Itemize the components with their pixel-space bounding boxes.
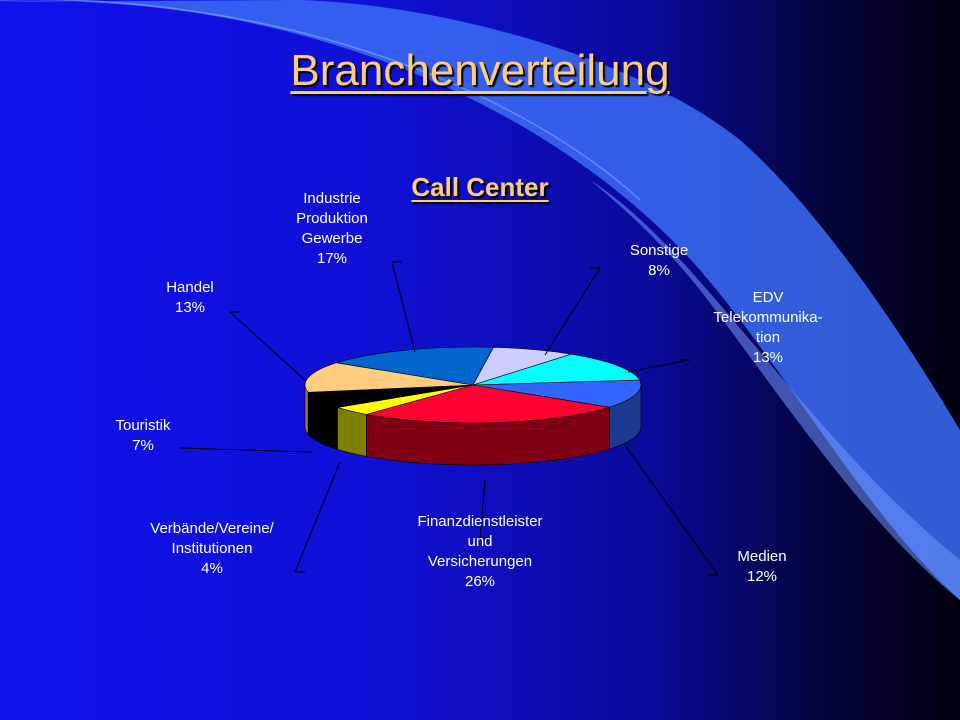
chart-title: Call Center <box>411 172 549 202</box>
pie-top <box>304 346 642 424</box>
slice-name-label-7: Industrie <box>303 190 361 207</box>
leader-line-6 <box>229 311 306 381</box>
leader-line-2 <box>624 444 719 576</box>
slice-name-label-3: Finanzdienstleister <box>417 513 542 530</box>
slice-value-label-2: 12% <box>747 568 777 585</box>
leader-line-5 <box>179 447 313 453</box>
leader-line-0 <box>544 267 601 356</box>
slice-value-label-7: 17% <box>317 250 347 267</box>
slice-name-label-4: Verbände/Vereine/ <box>150 520 274 537</box>
slice-value-label-3: 26% <box>465 573 495 590</box>
slice-value-label-4: 4% <box>201 560 223 577</box>
slice-name-label-6: Handel <box>166 279 214 296</box>
pie-slice-6 <box>304 362 474 393</box>
pie-slice-1 <box>472 353 641 386</box>
pie-slice-3 <box>366 384 610 424</box>
slice-name-label-7: Produktion <box>296 210 368 227</box>
slice-name-label-1: tion <box>756 329 780 346</box>
slice-name-label-2: Medien <box>737 548 786 565</box>
leader-line-1 <box>627 359 691 373</box>
slice-value-label-0: 8% <box>648 262 670 279</box>
slice-name-label-3: Versicherungen <box>428 553 532 570</box>
pie-slice-7 <box>336 346 494 386</box>
pie-side-4 <box>337 407 367 457</box>
slice-name-label-4: Institutionen <box>172 540 253 557</box>
slice-name-label-1: Telekommunika- <box>713 309 822 326</box>
slice-name-label-7: Gewerbe <box>302 230 363 247</box>
slice-name-label-5: Touristik <box>115 417 171 434</box>
leader-line-3 <box>479 479 486 541</box>
slice-name-label-3: und <box>467 533 492 550</box>
pie-labels: Sonstige 8% EDV Telekommunika-tion 13% Medien… <box>115 190 822 590</box>
slice-name-label-1: EDV <box>753 289 784 306</box>
slide-title: Branchenverteilung <box>290 46 670 95</box>
slice-value-label-1: 13% <box>753 349 783 366</box>
slice-value-label-5: 7% <box>132 437 154 454</box>
leader-line-7 <box>391 261 416 353</box>
slice-name-label-0: Sonstige <box>630 242 688 259</box>
slice-value-label-6: 13% <box>175 299 205 316</box>
pie-side-6 <box>304 384 309 436</box>
pie-slice-2 <box>472 379 642 408</box>
leader-line-4 <box>294 461 341 573</box>
